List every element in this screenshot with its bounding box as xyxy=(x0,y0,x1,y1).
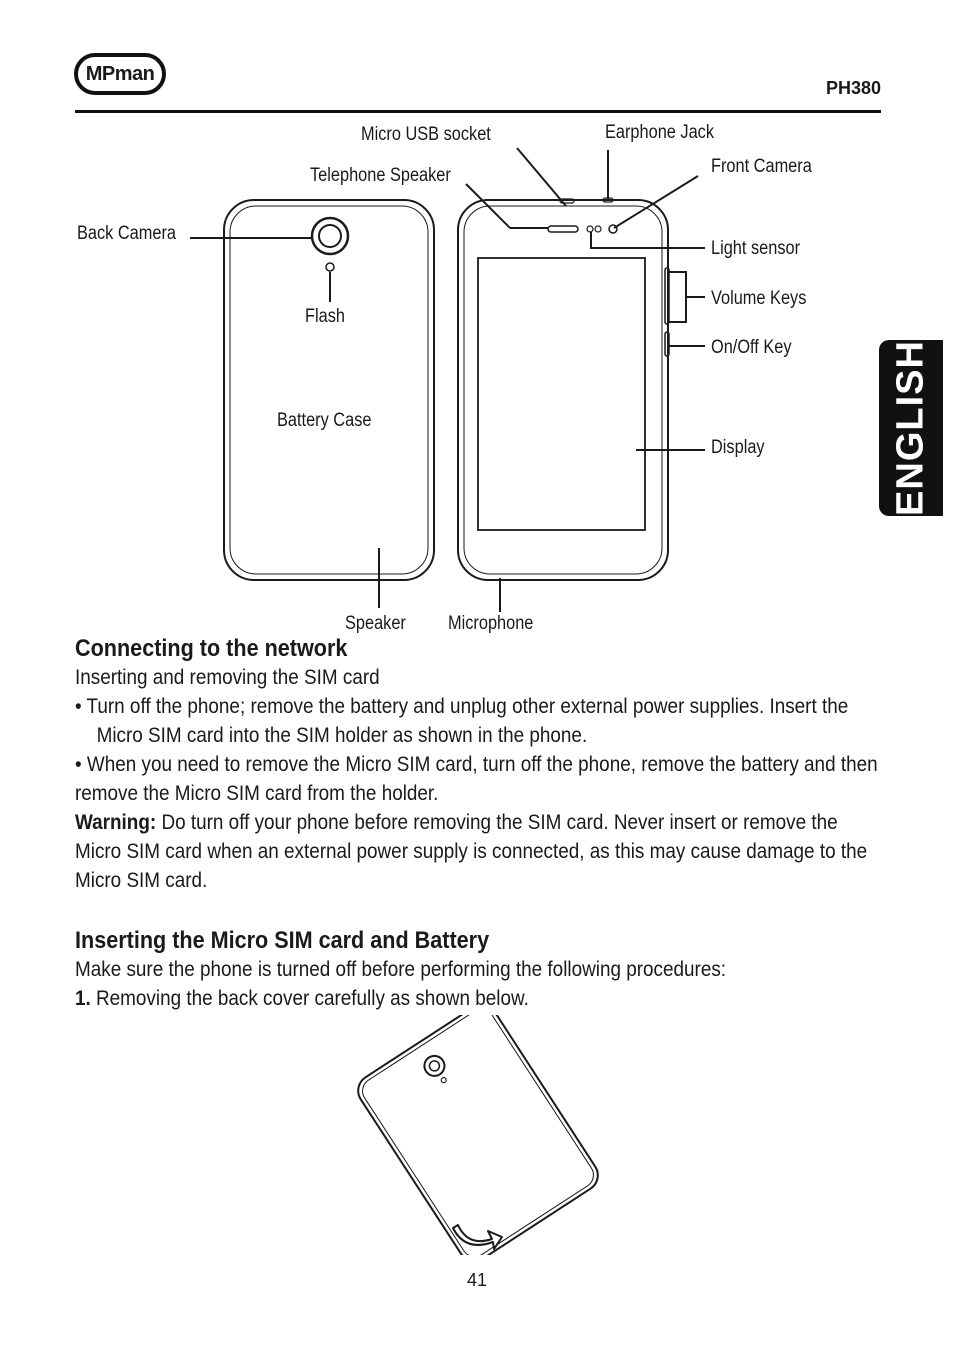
label-battery-case: Battery Case xyxy=(277,410,372,431)
section-connecting: Connecting to the network Inserting and … xyxy=(75,634,881,895)
step-1: 1. Removing the back cover carefully as … xyxy=(75,984,881,1013)
earpiece-slot xyxy=(547,225,579,233)
flash-dot xyxy=(325,262,335,272)
page-number: 41 xyxy=(466,1270,488,1290)
light-sensor-dot xyxy=(586,225,594,233)
volume-key-button xyxy=(664,267,670,325)
label-volume-keys: Volume Keys xyxy=(711,288,807,309)
usb-slot xyxy=(559,198,575,204)
bullet-insert-sim: • Turn off the phone; remove the battery… xyxy=(75,695,849,747)
subheading-sim: Inserting and removing the SIM card xyxy=(75,666,380,689)
language-tab: ENGLISH xyxy=(879,340,943,516)
back-camera-ring xyxy=(310,216,350,256)
bullet-remove-sim: • When you need to remove the Micro SIM … xyxy=(75,753,878,805)
phone-back-outline xyxy=(223,199,435,581)
back-camera-lens xyxy=(318,224,342,248)
cover-camera-ring xyxy=(423,1054,446,1077)
back-cover-inner xyxy=(362,1015,594,1255)
phone-front-outline xyxy=(457,199,669,581)
cover-flash-dot xyxy=(440,1077,447,1084)
phone-front-inner xyxy=(463,205,663,575)
cover-camera-lens xyxy=(428,1060,441,1072)
leader-volume-keys xyxy=(668,271,687,323)
leader-front-camera xyxy=(613,175,699,229)
label-on-off-key: On/Off Key xyxy=(711,337,792,358)
label-display: Display xyxy=(711,437,765,458)
language-tab-label: ENGLISH xyxy=(889,340,932,516)
warning-label: Warning: xyxy=(75,811,157,834)
leader-micro-usb xyxy=(516,147,567,207)
intro-paragraph: Make sure the phone is turned off before… xyxy=(75,958,727,981)
phone-diagram xyxy=(190,147,705,612)
leader-light-sensor xyxy=(590,232,705,249)
phone-back-inner xyxy=(229,205,429,575)
section-heading-connecting: Connecting to the network xyxy=(75,635,348,662)
display-outline xyxy=(477,257,646,531)
back-cover-outline xyxy=(357,1015,599,1255)
section-heading-inserting: Inserting the Micro SIM card and Battery xyxy=(75,927,490,954)
mpman-logo: MPman xyxy=(74,53,166,95)
leader-telephone-speaker xyxy=(465,183,511,229)
label-microphone: Microphone xyxy=(448,613,534,634)
label-light-sensor: Light sensor xyxy=(711,238,801,259)
step-1-text: Removing the back cover carefully as sho… xyxy=(90,987,529,1010)
back-cover-illustration xyxy=(357,1015,599,1255)
step-1-number: 1. xyxy=(75,987,91,1010)
label-back-camera: Back Camera xyxy=(77,223,176,244)
light-sensor-dot-2 xyxy=(594,225,602,233)
label-micro-usb: Micro USB socket xyxy=(361,124,491,145)
label-flash: Flash xyxy=(305,306,345,327)
warning-paragraph: Warning: Do turn off your phone before r… xyxy=(75,808,881,895)
label-earphone-jack: Earphone Jack xyxy=(605,122,715,143)
label-front-camera: Front Camera xyxy=(711,156,812,177)
on-off-key-button xyxy=(664,331,670,357)
warning-text: Do turn off your phone before removing t… xyxy=(75,811,868,892)
section-inserting: Inserting the Micro SIM card and Battery… xyxy=(75,926,881,1013)
front-camera-dot xyxy=(608,224,618,234)
header-rule xyxy=(75,110,881,113)
label-speaker: Speaker xyxy=(345,613,406,634)
curved-arrow-icon xyxy=(452,1224,503,1250)
model-number: PH380 xyxy=(825,78,881,98)
label-telephone-speaker: Telephone Speaker xyxy=(310,165,451,186)
